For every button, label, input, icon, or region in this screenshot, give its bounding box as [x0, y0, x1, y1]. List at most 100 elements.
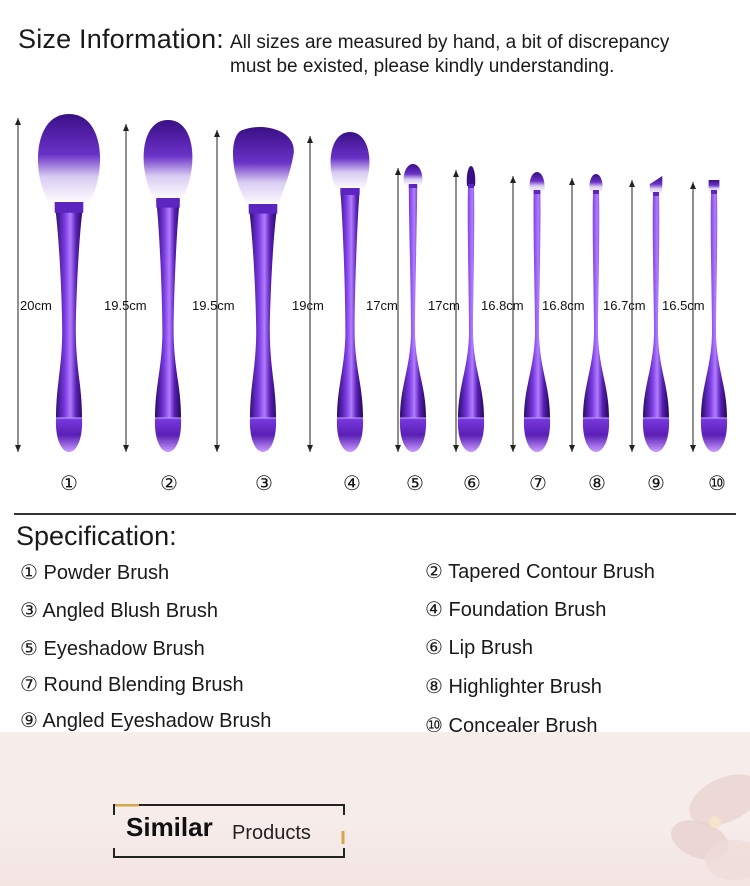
- spec-item-label: Concealer Brush: [448, 715, 598, 737]
- brush-6: 17cm ⑥: [428, 166, 485, 495]
- brush-number-label: ③: [255, 471, 273, 495]
- flower-petals-decoration: [671, 774, 750, 880]
- spec-item-angled-eyeshadow-brush: ⑨ Angled Eyeshadow Brush: [20, 708, 271, 733]
- dimension-arrow: [690, 182, 696, 452]
- brush-size-label: 19.5cm: [104, 298, 147, 313]
- brush-ferrule: [468, 184, 474, 188]
- spec-item-number: ⑦: [20, 674, 38, 696]
- spec-item-round-blending-brush: ⑦ Round Blending Brush: [20, 672, 244, 697]
- brush-ferrule: [408, 184, 418, 188]
- brush-size-label: 16.5cm: [662, 298, 705, 313]
- spec-item-label: Highlighter Brush: [448, 676, 602, 698]
- brush-ferrule: [248, 204, 278, 214]
- brush-number-label: ⑤: [406, 471, 424, 495]
- dimension-arrow: [569, 178, 575, 452]
- size-note-line1: All sizes are measured by hand, a bit of…: [230, 32, 670, 53]
- brush-ferrule: [711, 190, 717, 194]
- brush-number-label: ④: [343, 471, 361, 495]
- brush-base: [336, 418, 364, 452]
- section-divider: [14, 513, 736, 515]
- dimension-arrow: [214, 130, 220, 452]
- spec-item-number: ⑥: [425, 637, 443, 659]
- spec-item-number: ⑨: [20, 710, 38, 732]
- brush-bristles: [589, 174, 603, 192]
- spec-item-number: ⑤: [20, 638, 38, 660]
- brush-size-label: 17cm: [366, 298, 398, 313]
- spec-item-number: ⑧: [425, 676, 443, 698]
- spec-item-powder-brush: ① Powder Brush: [20, 560, 169, 585]
- brush-ferrule: [533, 190, 541, 194]
- brush-handle: [54, 204, 84, 418]
- spec-item-label: Powder Brush: [43, 562, 170, 584]
- brush-handle: [583, 192, 609, 418]
- brush-number-label: ⑩: [708, 471, 726, 495]
- similar-heading: Similar: [126, 812, 213, 842]
- brush-number-label: ②: [160, 471, 178, 495]
- brush-ferrule: [54, 202, 84, 213]
- brush-ferrule: [340, 188, 360, 195]
- dimension-arrow: [123, 124, 129, 452]
- dimension-arrow: [307, 136, 313, 452]
- brush-10: 16.5cm ⑩: [662, 180, 728, 495]
- brush-handle: [248, 206, 278, 418]
- dimension-arrow: [510, 176, 516, 452]
- brush-bristles: [37, 114, 101, 204]
- brush-7: 16.8cm ⑦: [481, 172, 551, 495]
- brush-bristles: [649, 176, 663, 194]
- brush-size-label: 17cm: [428, 298, 460, 313]
- spec-item-label: Eyeshadow Brush: [43, 638, 205, 660]
- brush-bristles: [330, 132, 370, 190]
- brush-bristles: [466, 166, 476, 186]
- spec-item-eyeshadow-brush: ⑤ Eyeshadow Brush: [20, 636, 205, 661]
- brush-bristles: [529, 172, 545, 192]
- brush-handle: [701, 192, 727, 418]
- dimension-arrow: [629, 180, 635, 452]
- brush-4: 19cm ④: [292, 132, 370, 495]
- brush-handle: [155, 200, 181, 418]
- dimension-arrow: [395, 168, 401, 452]
- brush-lineup: 20cm①19.5cm②19.5cm③19cm④17cm⑤17cm⑥16.8cm…: [15, 114, 728, 495]
- brush-bristles: [708, 180, 720, 192]
- brush-5: 17cm ⑤: [366, 164, 427, 495]
- brush-base: [249, 418, 277, 452]
- spec-item-label: Round Blending Brush: [43, 674, 244, 696]
- brush-bristles: [143, 120, 193, 200]
- spec-title: Specification:: [16, 521, 177, 551]
- spec-item-angled-blush-brush: ③ Angled Blush Brush: [20, 598, 218, 623]
- spec-item-tapered-contour-brush: ② Tapered Contour Brush: [425, 559, 655, 584]
- brush-number-label: ⑥: [463, 471, 481, 495]
- brush-ferrule: [653, 192, 659, 196]
- spec-item-label: Angled Blush Brush: [42, 600, 219, 622]
- brush-size-label: 20cm: [20, 298, 52, 313]
- brush-size-label: 16.8cm: [481, 298, 524, 313]
- spec-item-number: ②: [425, 561, 443, 583]
- spec-item-label: Lip Brush: [448, 637, 534, 659]
- spec-item-label: Angled Eyeshadow Brush: [42, 710, 272, 732]
- brush-number-label: ①: [60, 471, 78, 495]
- brush-base: [457, 418, 485, 452]
- size-note-line2: must be existed, please kindly understan…: [230, 56, 615, 77]
- spec-item-concealer-brush: ⑩ Concealer Brush: [425, 713, 597, 738]
- brush-base: [154, 418, 182, 452]
- brush-bristles: [232, 127, 294, 206]
- brush-ferrule: [593, 190, 599, 194]
- brush-base: [642, 418, 670, 452]
- footer-background: [0, 732, 750, 886]
- brush-size-label: 16.8cm: [542, 298, 585, 313]
- dimension-arrow: [453, 170, 459, 452]
- size-note: All sizes are measured by hand, a bit of…: [230, 31, 750, 79]
- brush-handle: [458, 186, 484, 418]
- spec-list: ① Powder Brush ② Tapered Contour Brush ③…: [20, 559, 655, 738]
- brush-size-label: 19cm: [292, 298, 324, 313]
- brush-number-label: ⑨: [647, 471, 665, 495]
- spec-item-number: ④: [425, 599, 443, 621]
- brush-bristles: [403, 164, 423, 186]
- brush-base: [523, 418, 551, 452]
- brush-handle: [400, 186, 426, 418]
- brush-base: [700, 418, 728, 452]
- spec-item-lip-brush: ⑥ Lip Brush: [425, 635, 533, 660]
- spec-item-highlighter-brush: ⑧ Highlighter Brush: [425, 674, 602, 699]
- brush-number-label: ⑦: [529, 471, 547, 495]
